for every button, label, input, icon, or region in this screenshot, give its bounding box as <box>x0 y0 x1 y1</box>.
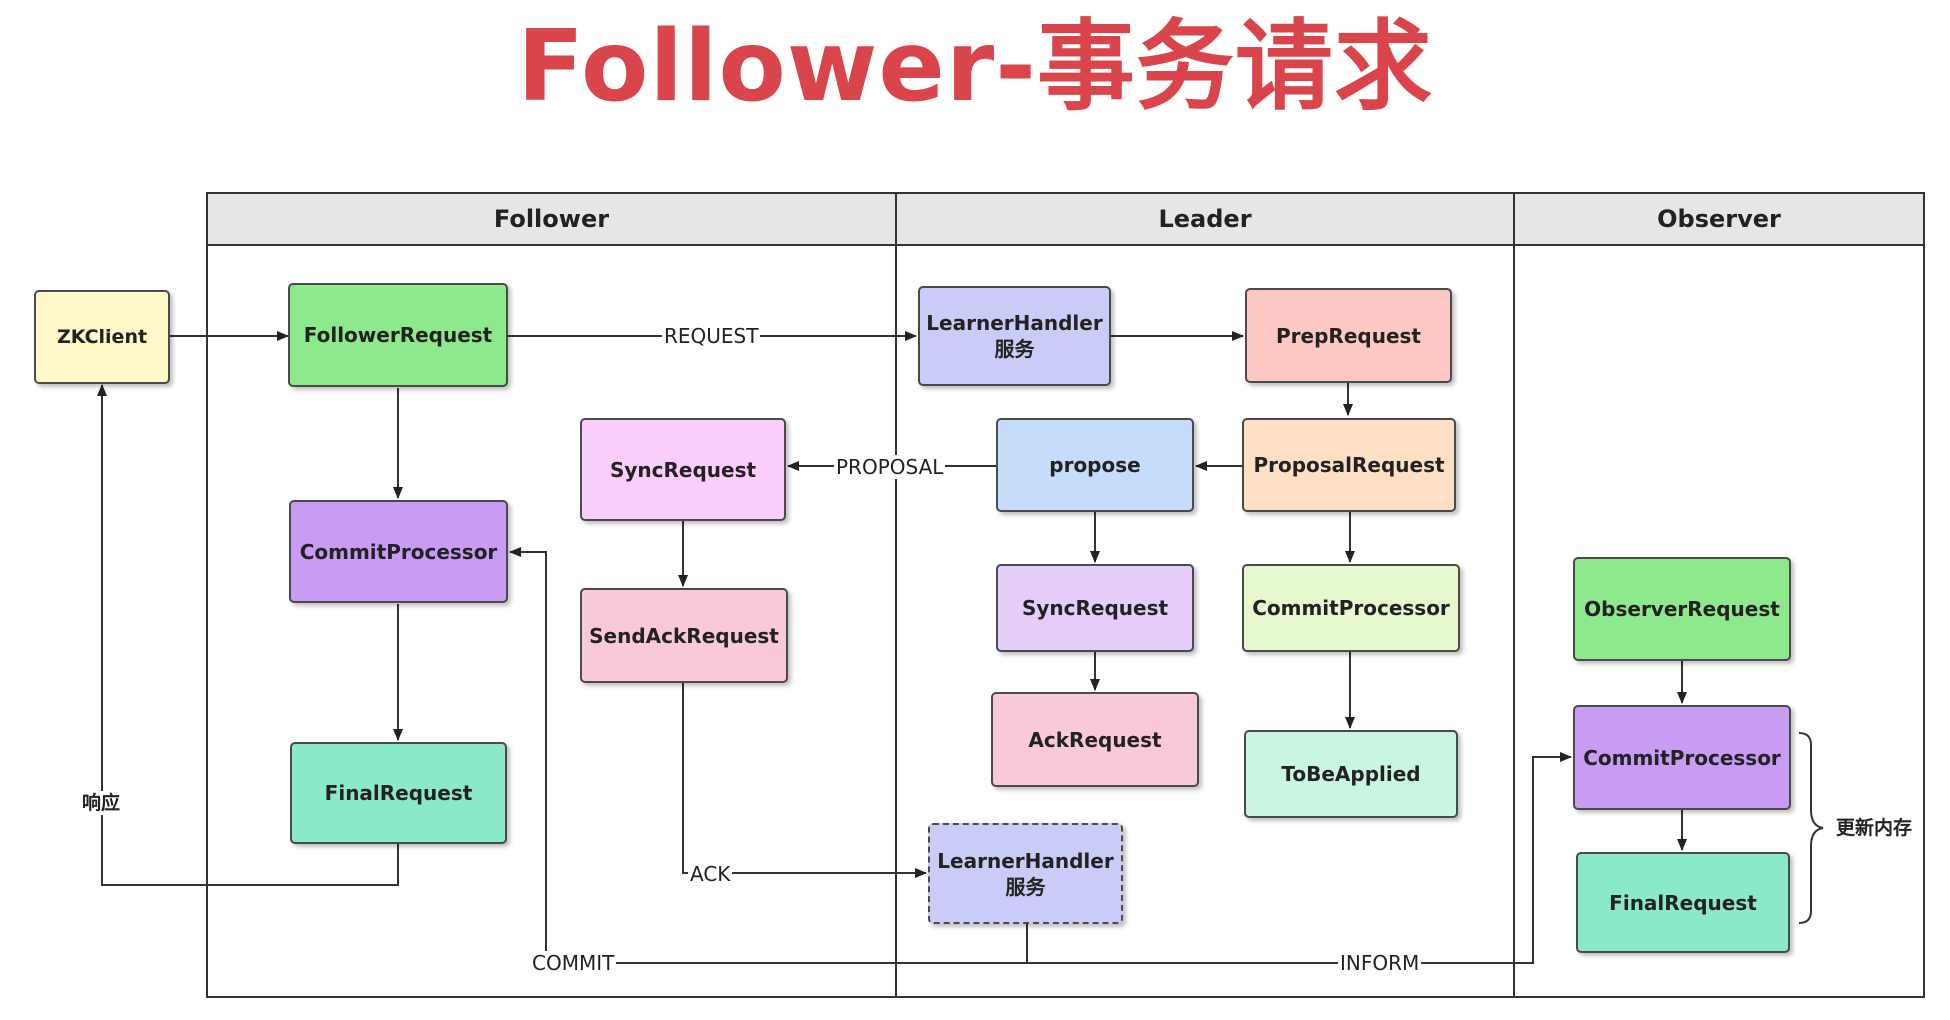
final-request-observer-node[interactable]: FinalRequest <box>1576 852 1790 953</box>
edge-send-ack-to-learner-handler <box>682 683 927 878</box>
final-request-follower-label: FinalRequest <box>324 781 473 805</box>
edge-label-ack: ACK <box>688 862 733 886</box>
sync-request-leader-label: SyncRequest <box>1021 596 1169 620</box>
to-be-applied-label: ToBeApplied <box>1281 762 1421 786</box>
lane-separator-follower-leader <box>895 192 897 998</box>
edge-label-commit: COMMIT <box>530 951 617 975</box>
edge-learner-handler-inform-observer <box>1027 752 1572 964</box>
edge-label-response: 响应 <box>80 791 123 815</box>
final-request-follower-node[interactable]: FinalRequest <box>290 742 507 844</box>
observer-request-label: ObserverRequest <box>1584 597 1780 621</box>
proposal-request-label: ProposalRequest <box>1253 453 1445 477</box>
commit-processor-observer-label: CommitProcessor <box>1583 745 1781 770</box>
edge-label-proposal: PROPOSAL <box>834 455 946 479</box>
learner-handler-service-ack-sublabel: 服务 <box>1005 874 1046 899</box>
learner-handler-service-ack-label: LearnerHandler <box>937 848 1114 873</box>
final-request-observer-label: FinalRequest <box>1609 890 1757 915</box>
send-ack-request-node[interactable]: SendAckRequest <box>580 588 788 683</box>
propose-label: propose <box>1049 453 1141 477</box>
lane-separator-leader-observer <box>1513 192 1515 998</box>
commit-processor-follower-node[interactable]: CommitProcessor <box>289 500 508 603</box>
sync-request-leader-node[interactable]: SyncRequest <box>996 564 1194 652</box>
send-ack-request-label: SendAckRequest <box>589 623 779 648</box>
commit-processor-observer-node[interactable]: CommitProcessor <box>1573 705 1791 810</box>
brace-update-memory <box>1798 732 1824 924</box>
commit-processor-leader-label: CommitProcessor <box>1252 596 1450 620</box>
learner-handler-service-node[interactable]: LearnerHandler 服务 <box>918 286 1111 386</box>
commit-processor-leader-node[interactable]: CommitProcessor <box>1242 564 1460 652</box>
ack-request-node[interactable]: AckRequest <box>991 692 1199 787</box>
proposal-request-node[interactable]: ProposalRequest <box>1242 418 1456 512</box>
to-be-applied-node[interactable]: ToBeApplied <box>1244 730 1458 818</box>
edge-label-request: REQUEST <box>662 324 761 348</box>
learner-handler-service-label: LearnerHandler <box>926 311 1103 335</box>
commit-processor-follower-label: CommitProcessor <box>299 539 498 564</box>
sync-request-follower-node[interactable]: SyncRequest <box>580 418 786 521</box>
observer-request-node[interactable]: ObserverRequest <box>1573 557 1791 661</box>
lane-header-leader: Leader <box>897 194 1513 246</box>
page-title: Follower-事务请求 <box>517 10 1433 124</box>
learner-handler-service-sublabel: 服务 <box>994 337 1035 361</box>
edge-label-update-memory: 更新内存 <box>1834 816 1915 840</box>
prep-request-label: PrepRequest <box>1276 323 1421 348</box>
lane-header-observer: Observer <box>1515 194 1923 246</box>
follower-request-node[interactable]: FollowerRequest <box>288 283 508 387</box>
sync-request-follower-label: SyncRequest <box>609 457 757 482</box>
zkclient-node[interactable]: ZKClient <box>34 290 170 384</box>
lane-header-follower: Follower <box>208 194 895 246</box>
edge-label-inform: INFORM <box>1338 951 1422 975</box>
prep-request-node[interactable]: PrepRequest <box>1245 288 1452 383</box>
follower-request-label: FollowerRequest <box>303 323 493 347</box>
learner-handler-service-ack-node[interactable]: LearnerHandler 服务 <box>928 823 1123 924</box>
edge-final-request-response-to-zkclient <box>97 384 399 886</box>
swimlane-frame <box>206 192 1925 998</box>
ack-request-label: AckRequest <box>1028 727 1162 752</box>
propose-node[interactable]: propose <box>996 418 1194 512</box>
zkclient-label: ZKClient <box>56 326 148 348</box>
